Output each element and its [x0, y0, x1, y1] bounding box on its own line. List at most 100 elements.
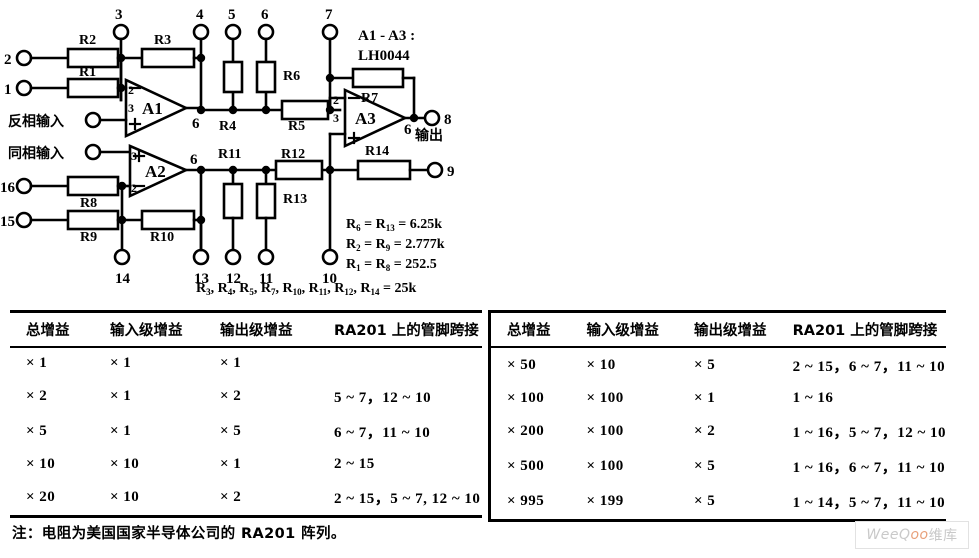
table-row: × 5 × 1 × 5 6 ~ 7，11 ~ 10: [10, 414, 482, 449]
fb-i0: 3: [206, 287, 211, 297]
svg-text:R6 = R13 = 6.25k: R6 = R13 = 6.25k: [346, 217, 442, 233]
schematic-labels: 3 4 5 6 7 2 1 16 15 14 13 12 11 10 8 9: [0, 7, 455, 297]
fb-value: 25k: [395, 281, 417, 296]
cell-input-gain: × 1: [110, 423, 132, 439]
table-row: × 500 × 100 × 5 1 ~ 16，6 ~ 7，11 ~ 10: [491, 449, 946, 484]
cell-jumpers: 1 ~ 16: [792, 390, 834, 406]
cell-input-gain: × 100: [586, 423, 624, 439]
label-pin-3: 3: [115, 7, 123, 23]
gain-tables: 总增益 输入级增益 输出级增益 RA201 上的管脚跨接 × 1 × 1 × 1: [0, 300, 979, 522]
formula-line-bottom: R3, R4, R5, R7, R10, R11, R12, R14 = 25k: [196, 281, 417, 297]
resistor-R5-body: [280, 99, 330, 121]
label-R2: R2: [79, 33, 96, 48]
cell-output-gain: × 1: [220, 355, 242, 371]
resistor-R9-body: [66, 209, 120, 231]
terminal-pin-7: [321, 23, 339, 41]
formula-3-sym2: R: [376, 257, 387, 272]
terminal-pin-8: [423, 109, 441, 127]
formula-2-sub1: 2: [356, 243, 361, 253]
formula-1-sub2: 13: [386, 223, 396, 233]
cell-total-gain: × 200: [507, 423, 545, 439]
footnote: 注：电阻为美国国家半导体公司的 RA201 阵列。: [12, 526, 346, 542]
cell-input-gain: × 1: [110, 355, 132, 371]
cell-output-gain: × 2: [693, 423, 716, 439]
table-row: × 20 × 10 × 2 2 ~ 15，5 ~ 7, 12 ~ 10: [10, 480, 482, 515]
cell-input-gain: × 199: [586, 493, 624, 509]
gain-table-left: 总增益 输入级增益 输出级增益 RA201 上的管脚跨接 × 1 × 1 × 1: [10, 310, 482, 518]
fb-s0: R: [196, 281, 207, 296]
resistor-R14-body: [356, 159, 412, 181]
cell-input-gain: × 10: [110, 489, 140, 505]
cell-jumpers: [324, 347, 482, 379]
label-opamp-note-1: A1 - A3 :: [358, 28, 415, 44]
label-pin-9: 9: [447, 164, 455, 180]
label-pin-5: 5: [228, 7, 236, 23]
watermark-cn: 维库: [928, 528, 958, 544]
watermark-oo: oo: [910, 527, 929, 543]
resistor-R13-body: [255, 182, 277, 220]
resistor-R10-body: [140, 209, 196, 231]
resistor-R3-body: [140, 47, 196, 69]
label-R12: R12: [281, 147, 305, 162]
table-header-row: 总增益 输入级增益 输出级增益 RA201 上的管脚跨接: [491, 313, 946, 348]
cell-output-gain: × 2: [220, 489, 242, 505]
terminal-pin-9: [426, 161, 444, 179]
fb-i2: 5: [249, 287, 254, 297]
cell-total-gain: × 1: [26, 355, 48, 371]
cell-total-gain: × 5: [26, 423, 48, 439]
header-output-gain: 输出级增益: [214, 313, 324, 348]
terminal-pin-5: [224, 23, 242, 41]
svg-text:R3, R4, R5, R7, R10, R11, R12,: R3, R4, R5, R7, R10, R11, R12, R14 = 25k: [196, 281, 417, 297]
fb-s1: R: [218, 281, 229, 296]
cell-output-gain: × 5: [693, 493, 716, 509]
label-A3-noninv-pin: 3: [333, 111, 339, 125]
cell-jumpers: 1 ~ 16，6 ~ 7，11 ~ 10: [792, 460, 946, 476]
formula-2-value: 2.777k: [405, 237, 445, 252]
fb-i3: 7: [271, 287, 276, 297]
cell-total-gain: × 10: [26, 456, 56, 472]
formula-3-value: 252.5: [405, 257, 437, 272]
table-row: × 10 × 10 × 1 2 ~ 15: [10, 449, 482, 480]
label-A2-out-pin: 6: [190, 152, 198, 168]
terminal-noninverting-input: [84, 143, 102, 161]
label-A2-noninv-pin: 3: [131, 149, 137, 163]
label-A3: A3: [355, 109, 376, 128]
cell-input-gain: × 10: [110, 456, 140, 472]
svg-text:R2 = R9 = 2.777k: R2 = R9 = 2.777k: [346, 237, 445, 253]
terminal-pin-6: [257, 23, 275, 41]
fb-i7: 14: [371, 287, 381, 297]
formula-2-sub2: 9: [386, 243, 391, 253]
table-row: × 100 × 100 × 1 1 ~ 16: [491, 383, 946, 414]
table-row: × 2 × 1 × 2 5 ~ 7，12 ~ 10: [10, 379, 482, 414]
cell-output-gain: × 5: [693, 458, 716, 474]
formula-1-value: 6.25k: [410, 217, 443, 232]
label-pin-2: 2: [4, 52, 12, 68]
label-output: 输出: [415, 127, 443, 144]
resistor-R12-body: [274, 159, 324, 181]
label-pin-10: 10: [322, 271, 337, 287]
label-R9: R9: [80, 230, 97, 245]
label-A2-inv-pin: 2: [131, 181, 137, 195]
label-R11: R11: [218, 147, 241, 162]
resistor-R8-body: [66, 175, 120, 197]
label-R1: R1: [79, 65, 96, 80]
label-noninverting-input: 同相输入: [8, 145, 64, 162]
label-pin-8: 8: [444, 112, 452, 128]
header-input-gain: 输入级增益: [104, 313, 214, 348]
formula-1-sub1: 6: [356, 223, 361, 233]
gain-table-right: 总增益 输入级增益 输出级增益 RA201 上的管脚跨接 × 50 × 10 ×…: [488, 310, 946, 522]
cell-total-gain: × 20: [26, 489, 56, 505]
label-pin-1: 1: [4, 82, 12, 98]
cell-jumpers: 5 ~ 7，12 ~ 10: [334, 390, 432, 406]
cell-total-gain: × 500: [507, 458, 545, 474]
resistor-R1-body: [66, 77, 120, 99]
header-input-gain: 输入级增益: [580, 313, 688, 348]
fb-s3: R: [261, 281, 272, 296]
cell-input-gain: × 100: [586, 390, 624, 406]
fb-i4: 10: [293, 287, 303, 297]
label-A1-inv-pin: 2: [128, 83, 134, 97]
table-row: × 995 × 199 × 5 1 ~ 14，5 ~ 7，11 ~ 10: [491, 484, 946, 519]
terminal-pin-3: [112, 23, 130, 41]
cell-output-gain: × 2: [220, 388, 242, 404]
formula-line-1: R6 = R13 = 6.25k: [346, 217, 442, 233]
